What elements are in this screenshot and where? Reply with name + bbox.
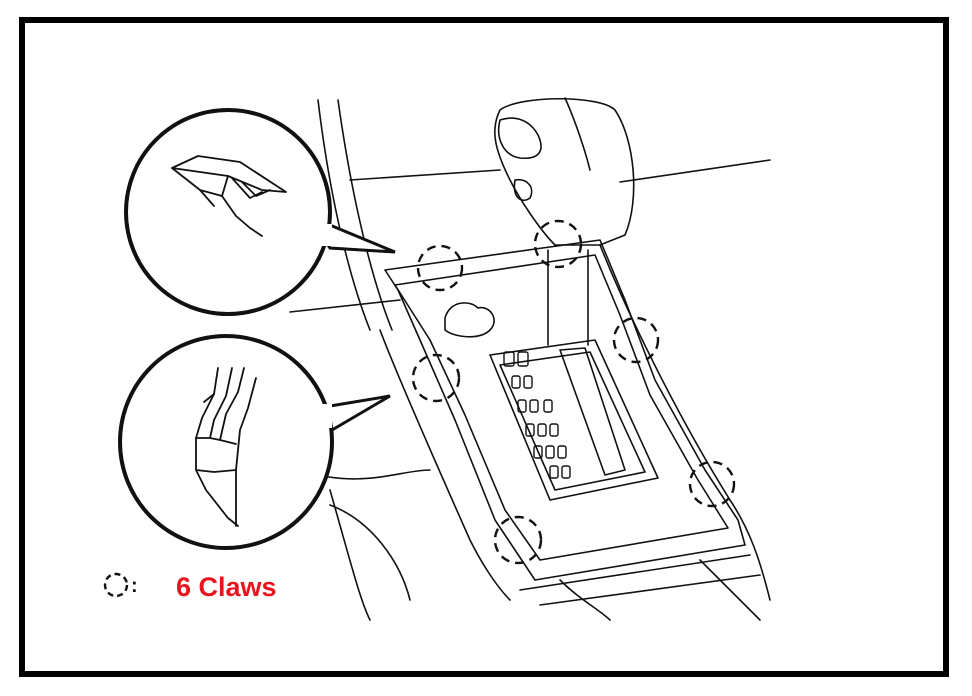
shift-gate-outer [489, 339, 659, 501]
lower-left-contour [329, 489, 371, 621]
claw-upper-icon [171, 155, 287, 237]
console-bottom-edge [519, 554, 751, 591]
console-trim-left [379, 329, 511, 601]
console-trim-right [599, 244, 771, 601]
gear-indicator-r [517, 351, 529, 367]
gear-indicator-n [511, 375, 521, 389]
console-bottom-edge-2 [539, 574, 761, 606]
lower-right-contour [699, 559, 761, 621]
claw-marker-6 [493, 515, 543, 565]
shift-knob [494, 97, 635, 246]
claw-marker-5 [688, 460, 736, 508]
lower-mid-contour [559, 579, 611, 621]
claw-marker-1 [416, 244, 464, 292]
claw-marker-2 [533, 219, 583, 269]
shift-gate-inner [499, 351, 646, 491]
shift-knob-button [498, 117, 542, 160]
claw-lower-icon [195, 367, 257, 527]
shift-knob-highlight [564, 97, 591, 171]
claw-detail-lower [118, 334, 391, 550]
legend-claw-symbol [103, 572, 129, 598]
claw-marker-3 [612, 316, 660, 364]
callout-bubble-upper [124, 108, 332, 316]
shift-slot [559, 347, 626, 476]
shift-knob-button-2 [513, 178, 533, 202]
claw-marker-4 [411, 353, 461, 403]
gear-indicator-d [523, 375, 533, 389]
console-panel-outer [384, 239, 746, 581]
gear-indicator-p [503, 351, 515, 367]
claw-detail-upper [124, 108, 396, 316]
claw-markers [411, 219, 736, 565]
gear-indicator-2 [517, 399, 527, 413]
legend: : 6 Claws [103, 572, 277, 602]
dash-line-right [619, 159, 771, 183]
gear-indicator-l [529, 399, 539, 413]
console-panel-inner [394, 254, 729, 561]
legend-symbol-colon: : [131, 575, 138, 597]
dash-line-top [349, 169, 501, 181]
console-knob [444, 302, 495, 338]
gear-indicator-column [503, 351, 571, 479]
legend-label: 6 Claws [176, 572, 277, 602]
seat-curve-left-lower [329, 504, 411, 601]
diagram-border [19, 17, 949, 677]
pillar-left-2 [337, 99, 393, 331]
